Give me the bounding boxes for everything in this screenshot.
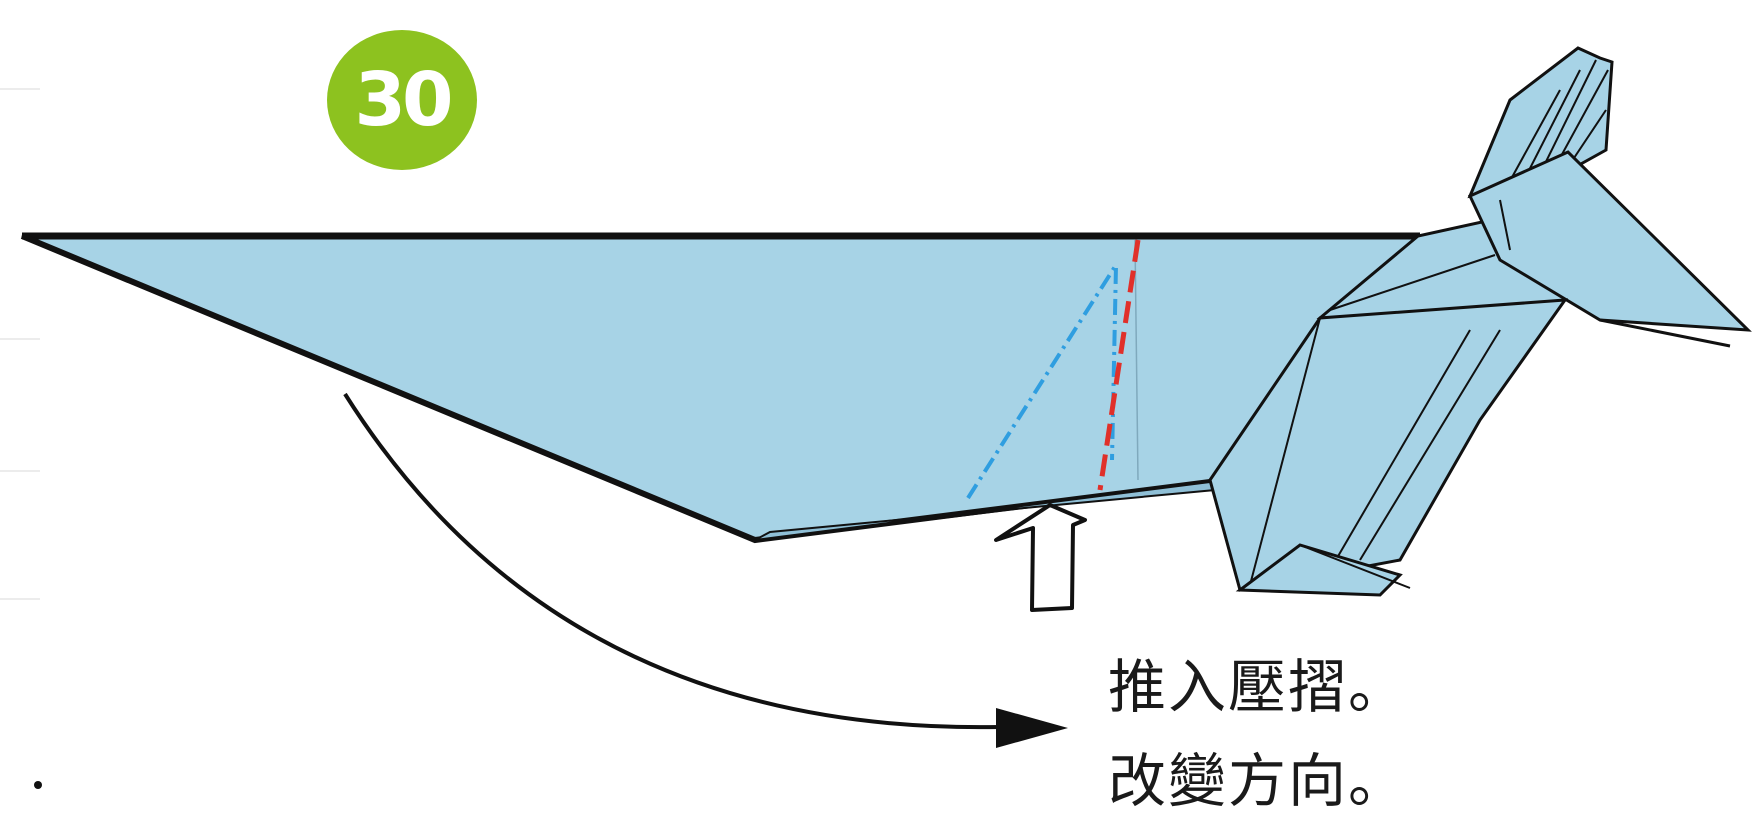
instruction-line-2: 改變方向。	[1108, 747, 1409, 815]
foot-panel	[1235, 543, 1403, 597]
background-rule	[0, 598, 40, 600]
push-arrow	[994, 503, 1087, 612]
background-rule	[0, 88, 40, 90]
head-face	[1467, 150, 1752, 332]
leg-crease	[1249, 317, 1321, 586]
neck-crease	[1329, 254, 1496, 311]
crest-crease	[1504, 89, 1561, 191]
body-panel	[21, 234, 1423, 542]
fold-lines	[966, 239, 1141, 500]
step-number-badge: 30	[327, 30, 477, 170]
origami-body	[20, 232, 1423, 544]
push-arrow-shape	[994, 503, 1087, 612]
mountain-fold-line	[1097, 239, 1141, 491]
leg-crease	[1329, 329, 1471, 571]
turn-arrow-head	[996, 708, 1068, 748]
beak-crease	[1499, 199, 1511, 251]
instruction-line-1: 推入壓摺。	[1108, 653, 1409, 721]
origami-head	[1316, 46, 1752, 348]
body-crease	[1134, 239, 1139, 481]
stray-dot	[34, 781, 42, 789]
beak-edge	[1599, 318, 1731, 348]
step-number: 30	[354, 57, 454, 143]
origami-legs	[1208, 298, 1569, 597]
background-rule	[0, 338, 40, 340]
instruction-text: 推入壓摺。 改變方向。	[1108, 640, 1408, 828]
turn-arrow-curve	[343, 392, 1001, 730]
background-rule	[0, 470, 40, 472]
leg-crease	[1359, 329, 1501, 561]
turn-arrow	[343, 392, 1068, 748]
foot-edge	[1299, 544, 1411, 589]
